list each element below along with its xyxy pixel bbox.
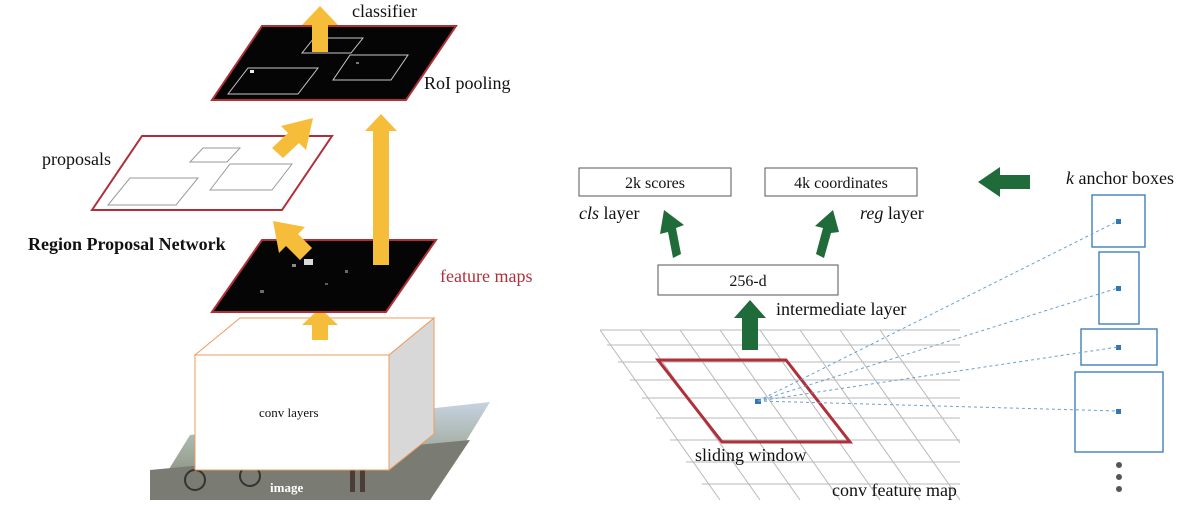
arrow-to-reg xyxy=(815,210,839,258)
arrow-from-anchor-boxes xyxy=(978,167,1030,197)
more-anchors-ellipsis xyxy=(1116,462,1122,492)
anchor-box xyxy=(1091,194,1146,248)
anchor-boxes-column xyxy=(1074,194,1164,453)
rpn-label: Region Proposal Network xyxy=(28,234,226,254)
right-panel: sliding window conv feature map 256-d in… xyxy=(578,167,1174,501)
proposals-label: proposals xyxy=(42,149,111,169)
conv-layers-block: conv layers xyxy=(193,316,436,472)
reg-layer-label: reg layer xyxy=(860,203,924,223)
classifier-label: classifier xyxy=(352,1,417,21)
arrow-proposals-to-roi xyxy=(272,118,313,158)
arrow-roi-to-classifier xyxy=(302,6,338,52)
sliding-window-label: sliding window xyxy=(695,445,807,465)
intermediate-box-label: 256-d xyxy=(729,273,766,290)
anchor-box xyxy=(1080,328,1158,366)
anchor-center-points xyxy=(1116,219,1121,414)
feature-maps-layer xyxy=(210,239,438,313)
coordinates-box-label: 4k coordinates xyxy=(794,175,888,192)
arrow-window-to-intermediate xyxy=(734,300,766,350)
roi-pooling-label: RoI pooling xyxy=(424,73,511,93)
scores-box xyxy=(578,167,732,197)
conv-feature-map-label: conv feature map xyxy=(832,480,957,500)
anchor-boxes-label: k anchor boxes xyxy=(1066,168,1174,188)
coordinates-box xyxy=(764,167,918,197)
anchor-box xyxy=(1074,371,1164,453)
intermediate-layer-label: intermediate layer xyxy=(776,299,906,319)
conv-feature-map-grid xyxy=(599,329,961,501)
conv-layers-label: conv layers xyxy=(259,405,319,420)
anchor-box xyxy=(1098,251,1140,325)
sliding-window xyxy=(654,358,854,444)
proposals-layer xyxy=(90,135,334,211)
left-panel: image conv layers feature maps Region Pr… xyxy=(28,1,532,500)
scores-box-label: 2k scores xyxy=(625,175,685,192)
arrow-conv-to-features xyxy=(302,308,338,340)
cls-layer-label: cls layer xyxy=(579,203,639,223)
arrow-features-to-proposals xyxy=(273,221,312,260)
intermediate-box xyxy=(657,264,839,296)
image-label: image xyxy=(270,480,303,495)
arrow-features-to-roi xyxy=(365,114,397,265)
roi-pooling-layer xyxy=(210,25,458,101)
feature-maps-label: feature maps xyxy=(440,266,532,286)
anchor-rays xyxy=(757,220,1119,412)
arrow-to-cls xyxy=(660,210,684,258)
